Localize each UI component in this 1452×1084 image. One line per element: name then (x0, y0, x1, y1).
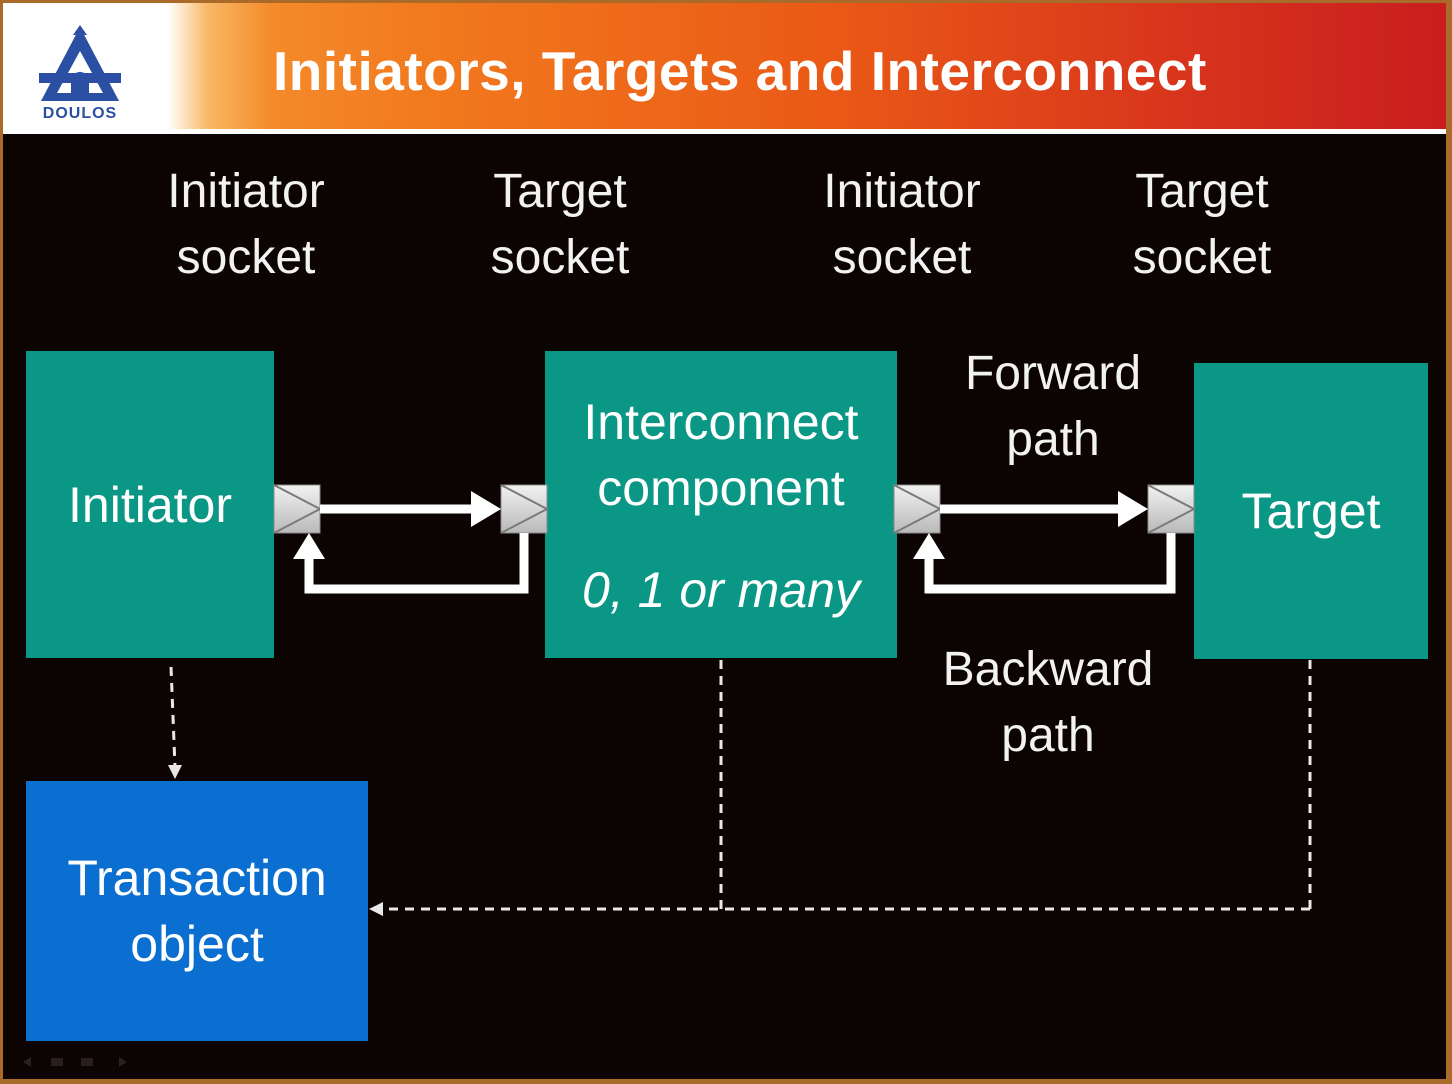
label-line-1: Forward (964, 347, 1142, 400)
label-line-1: Backward (942, 643, 1154, 696)
doulos-logo: DOULOS (29, 23, 139, 129)
label-line-2: path (1006, 413, 1100, 466)
initiator-socket-label-2: Initiator socket (797, 159, 1007, 291)
backward-arrow-1 (293, 533, 529, 594)
forward-arrow-2 (940, 491, 1148, 527)
transaction-creation-link (168, 666, 182, 779)
label-line-1: Target (1135, 165, 1269, 218)
label-line-2: socket (1132, 231, 1272, 284)
label-line-1: Initiator (823, 165, 981, 218)
label-line-2: path (1001, 709, 1095, 762)
slide-controls-icon (23, 1057, 127, 1067)
slide-title: Initiators, Targets and Interconnect (273, 40, 1207, 102)
target-box-label: Target (1241, 483, 1381, 539)
label-line-2: socket (832, 231, 972, 284)
interconnect-multiplicity: 0, 1 or many (582, 562, 860, 618)
target-socket-label-1: Target socket (455, 159, 665, 291)
target-box: Target (1194, 363, 1428, 659)
interconnect-box-line-1: Interconnect (583, 394, 859, 450)
logo-text: DOULOS (42, 105, 118, 122)
backward-arrow-2 (913, 533, 1176, 594)
forward-path-label: Forward path (933, 341, 1173, 473)
target-socket-icon (1147, 484, 1197, 534)
label-line-2: socket (490, 231, 630, 284)
logo-house-icon (39, 25, 121, 101)
target-socket-icon (500, 484, 550, 534)
interconnect-box: Interconnect component 0, 1 or many (545, 351, 897, 658)
transaction-box-line-1: Transaction (67, 850, 327, 906)
target-socket-label-2: Target socket (1097, 159, 1307, 291)
transaction-reference-links (369, 660, 1312, 916)
initiator-socket-label-1: Initiator socket (141, 159, 351, 291)
initiator-socket-icon (893, 484, 943, 534)
slide: DOULOS Initiators, Targets and Interconn… (3, 3, 1446, 1079)
label-line-1: Target (493, 165, 627, 218)
slide-header: DOULOS Initiators, Targets and Interconn… (3, 3, 1446, 134)
transaction-object-box: Transaction object (26, 781, 368, 1041)
transaction-box-line-2: object (130, 916, 264, 972)
interconnect-box-line-2: component (597, 460, 845, 516)
diagram-connections (168, 484, 1312, 916)
initiator-box-label: Initiator (68, 476, 232, 533)
initiator-socket-icon (273, 484, 323, 534)
forward-arrow-1 (320, 491, 501, 527)
backward-path-label: Backward path (913, 637, 1183, 769)
initiator-box: Initiator (26, 351, 274, 658)
label-line-2: socket (176, 231, 316, 284)
label-line-1: Initiator (167, 165, 325, 218)
